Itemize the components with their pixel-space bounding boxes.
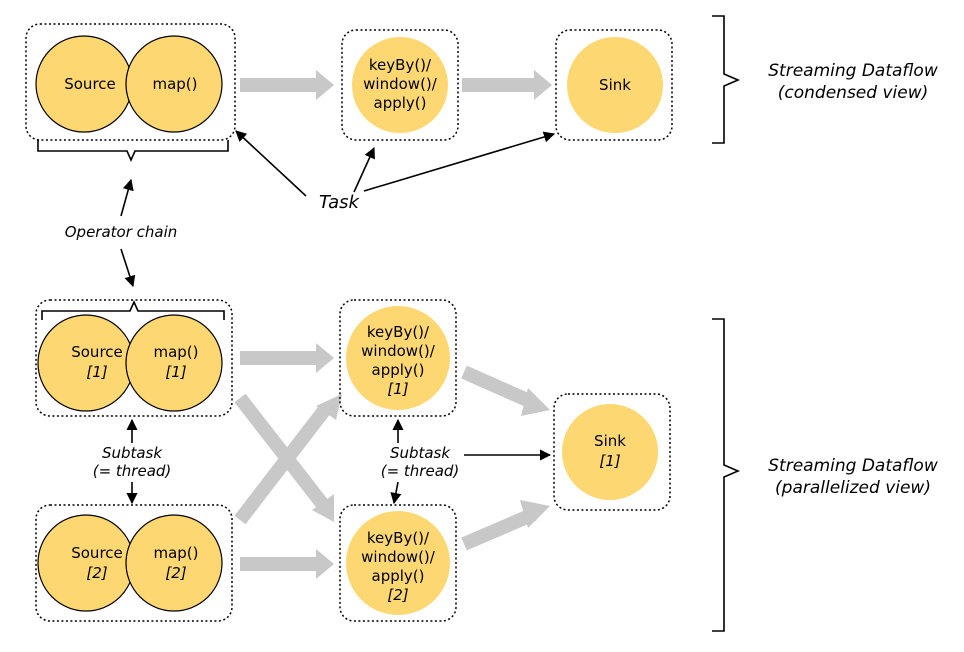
label-window-2-line3: apply()	[372, 567, 425, 585]
task-box-source-map	[25, 23, 236, 141]
subtask-right-line1: Subtask	[390, 444, 451, 462]
label-window-2-line2: window()/	[361, 548, 436, 566]
flow-arrow-src2-to-win1	[234, 394, 342, 525]
operator-map-2	[125, 514, 223, 612]
label-source: Source	[64, 75, 116, 93]
flow-arrow-win2-to-sink	[461, 500, 550, 551]
operator-sink-1	[562, 404, 658, 500]
flow-arrow-src1-to-win1	[240, 343, 334, 373]
operator-chain-annotation: Operator chain	[65, 178, 178, 288]
condensed-label-line2: (condensed view)	[778, 83, 928, 103]
task-box-sink	[555, 29, 673, 141]
label-window-2-line1: keyBy()/	[367, 529, 430, 547]
flow-arrow-window-to-sink	[462, 70, 552, 100]
subtask-left-line1: Subtask	[102, 444, 163, 462]
parallel-bracket	[712, 318, 741, 632]
parallel-label-line2: (parallelized view)	[775, 478, 931, 498]
task-arrow-to-sink	[363, 131, 556, 192]
label-map-2-index: [2]	[165, 564, 186, 582]
flow-arrow-source-to-window	[240, 70, 334, 100]
label-window-line1: keyBy()/	[369, 56, 432, 74]
operator-chain-arrow-up	[120, 178, 134, 217]
operator-window-1	[346, 306, 450, 410]
label-sink-1: Sink	[594, 432, 626, 450]
condensed-label-line1: Streaming Dataflow	[768, 61, 938, 81]
operator-map-1	[125, 314, 223, 412]
label-source-1: Source	[71, 343, 123, 361]
label-map-1: map()	[153, 343, 198, 361]
flow-arrow-src2-to-win2	[240, 549, 334, 579]
task-arrow-to-window	[353, 146, 375, 193]
label-source-2-index: [2]	[86, 564, 107, 582]
flow-arrow-src1-to-win2	[234, 393, 334, 522]
parallel-label-line1: Streaming Dataflow	[768, 456, 938, 476]
label-map: map()	[152, 75, 197, 93]
flow-arrow-win1-to-sink	[461, 365, 550, 416]
operator-sink	[567, 37, 663, 133]
label-window-2-index: [2]	[387, 586, 408, 604]
task-arrow-to-source-map	[235, 130, 307, 197]
task-box-window-2	[339, 504, 457, 622]
task-label: Task	[319, 192, 361, 213]
operator-chain-arrow-down	[120, 248, 136, 288]
operator-window-2	[346, 511, 450, 615]
label-sink: Sink	[599, 76, 631, 94]
label-window-line2: window()/	[363, 75, 438, 93]
operator-window	[352, 37, 448, 133]
subtask-right-line2: (= thread)	[381, 462, 460, 480]
label-window-line3: apply()	[374, 94, 427, 112]
task-box-sink-1	[553, 393, 671, 511]
task-box-source-map-2	[35, 504, 233, 622]
label-map-2: map()	[153, 544, 198, 562]
task-box-window	[341, 29, 459, 141]
label-window-1-line1: keyBy()/	[367, 323, 430, 341]
label-source-1-index: [1]	[86, 363, 107, 381]
condensed-view: Source map() keyBy()/ window()/ apply() …	[25, 15, 938, 162]
operator-source-2	[37, 514, 135, 612]
task-annotation: Task	[235, 130, 556, 213]
task-box-source-map-1	[35, 299, 233, 417]
operator-map	[125, 35, 223, 133]
label-window-1-index: [1]	[387, 380, 408, 398]
subtask-right-arrow-down	[390, 481, 402, 505]
label-map-1-index: [1]	[165, 363, 186, 381]
label-sink-1-index: [1]	[599, 452, 620, 470]
operator-chain-label: Operator chain	[65, 223, 178, 241]
operator-chain-brace	[37, 140, 229, 162]
parallel-view: Source [1] map() [1] Source [2] map() [2…	[35, 299, 938, 632]
label-window-1-line2: window()/	[361, 342, 436, 360]
subtask-left-line2: (= thread)	[93, 462, 172, 480]
condensed-bracket	[712, 15, 741, 144]
label-source-2: Source	[71, 544, 123, 562]
label-window-1-line3: apply()	[372, 361, 425, 379]
task-box-window-1	[339, 299, 457, 417]
operator-chain-brace-parallel	[41, 300, 225, 320]
